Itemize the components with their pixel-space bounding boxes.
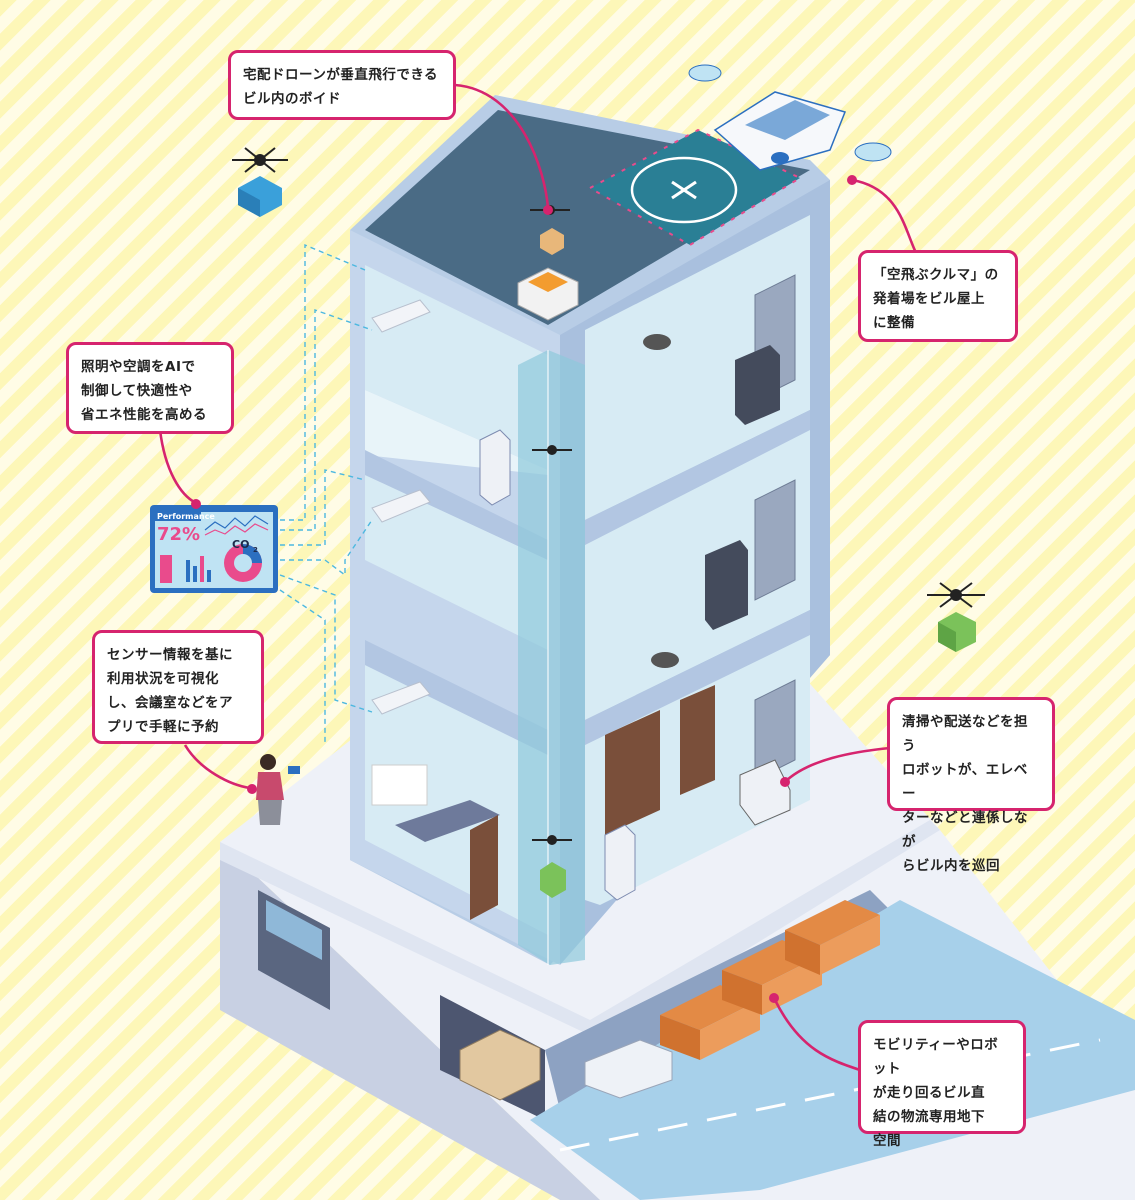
air-conditioners xyxy=(371,299,431,715)
logistics-carts xyxy=(459,900,880,1101)
person-tablet xyxy=(256,754,300,825)
leader-lines xyxy=(158,83,926,1072)
robots xyxy=(479,334,791,901)
callout-ai-control: 照明や空調をAIで 制御して快適性や 省エネ性能を高める xyxy=(66,342,234,434)
dashboard-co2-label: CO xyxy=(232,538,249,551)
callout-robots: 清掃や配送などを担う ロボットが、エレベー ターなどと連係しなが らビル内を巡回 xyxy=(887,697,1055,874)
performance-dashboard: Performance 72% CO 2 xyxy=(150,505,278,593)
floors-right xyxy=(585,215,810,905)
callout-logistics: モビリティーやロボット が走り回るビル直 結の物流専用地下 空間 xyxy=(858,1020,1026,1149)
drone-left xyxy=(232,147,288,217)
callout-flying-car: 「空飛ぶクルマ」の 発着場をビル屋上 に整備 xyxy=(858,250,1018,342)
dashboard-percent: 72% xyxy=(157,524,200,545)
callout-drone-void: 宅配ドローンが垂直飛行できるビル内のボイド xyxy=(228,50,456,120)
sensor-connection-lines xyxy=(279,243,373,745)
drone-right xyxy=(927,582,985,652)
drone-void xyxy=(532,445,572,898)
callout-sensor-app: センサー情報を基に 利用状況を可視化 し、会議室などをア プリで手軽に予約 xyxy=(92,630,264,744)
flying-car xyxy=(688,64,892,171)
dashboard-co2-sub: 2 xyxy=(253,546,258,554)
dashboard-title: Performance xyxy=(157,512,215,521)
